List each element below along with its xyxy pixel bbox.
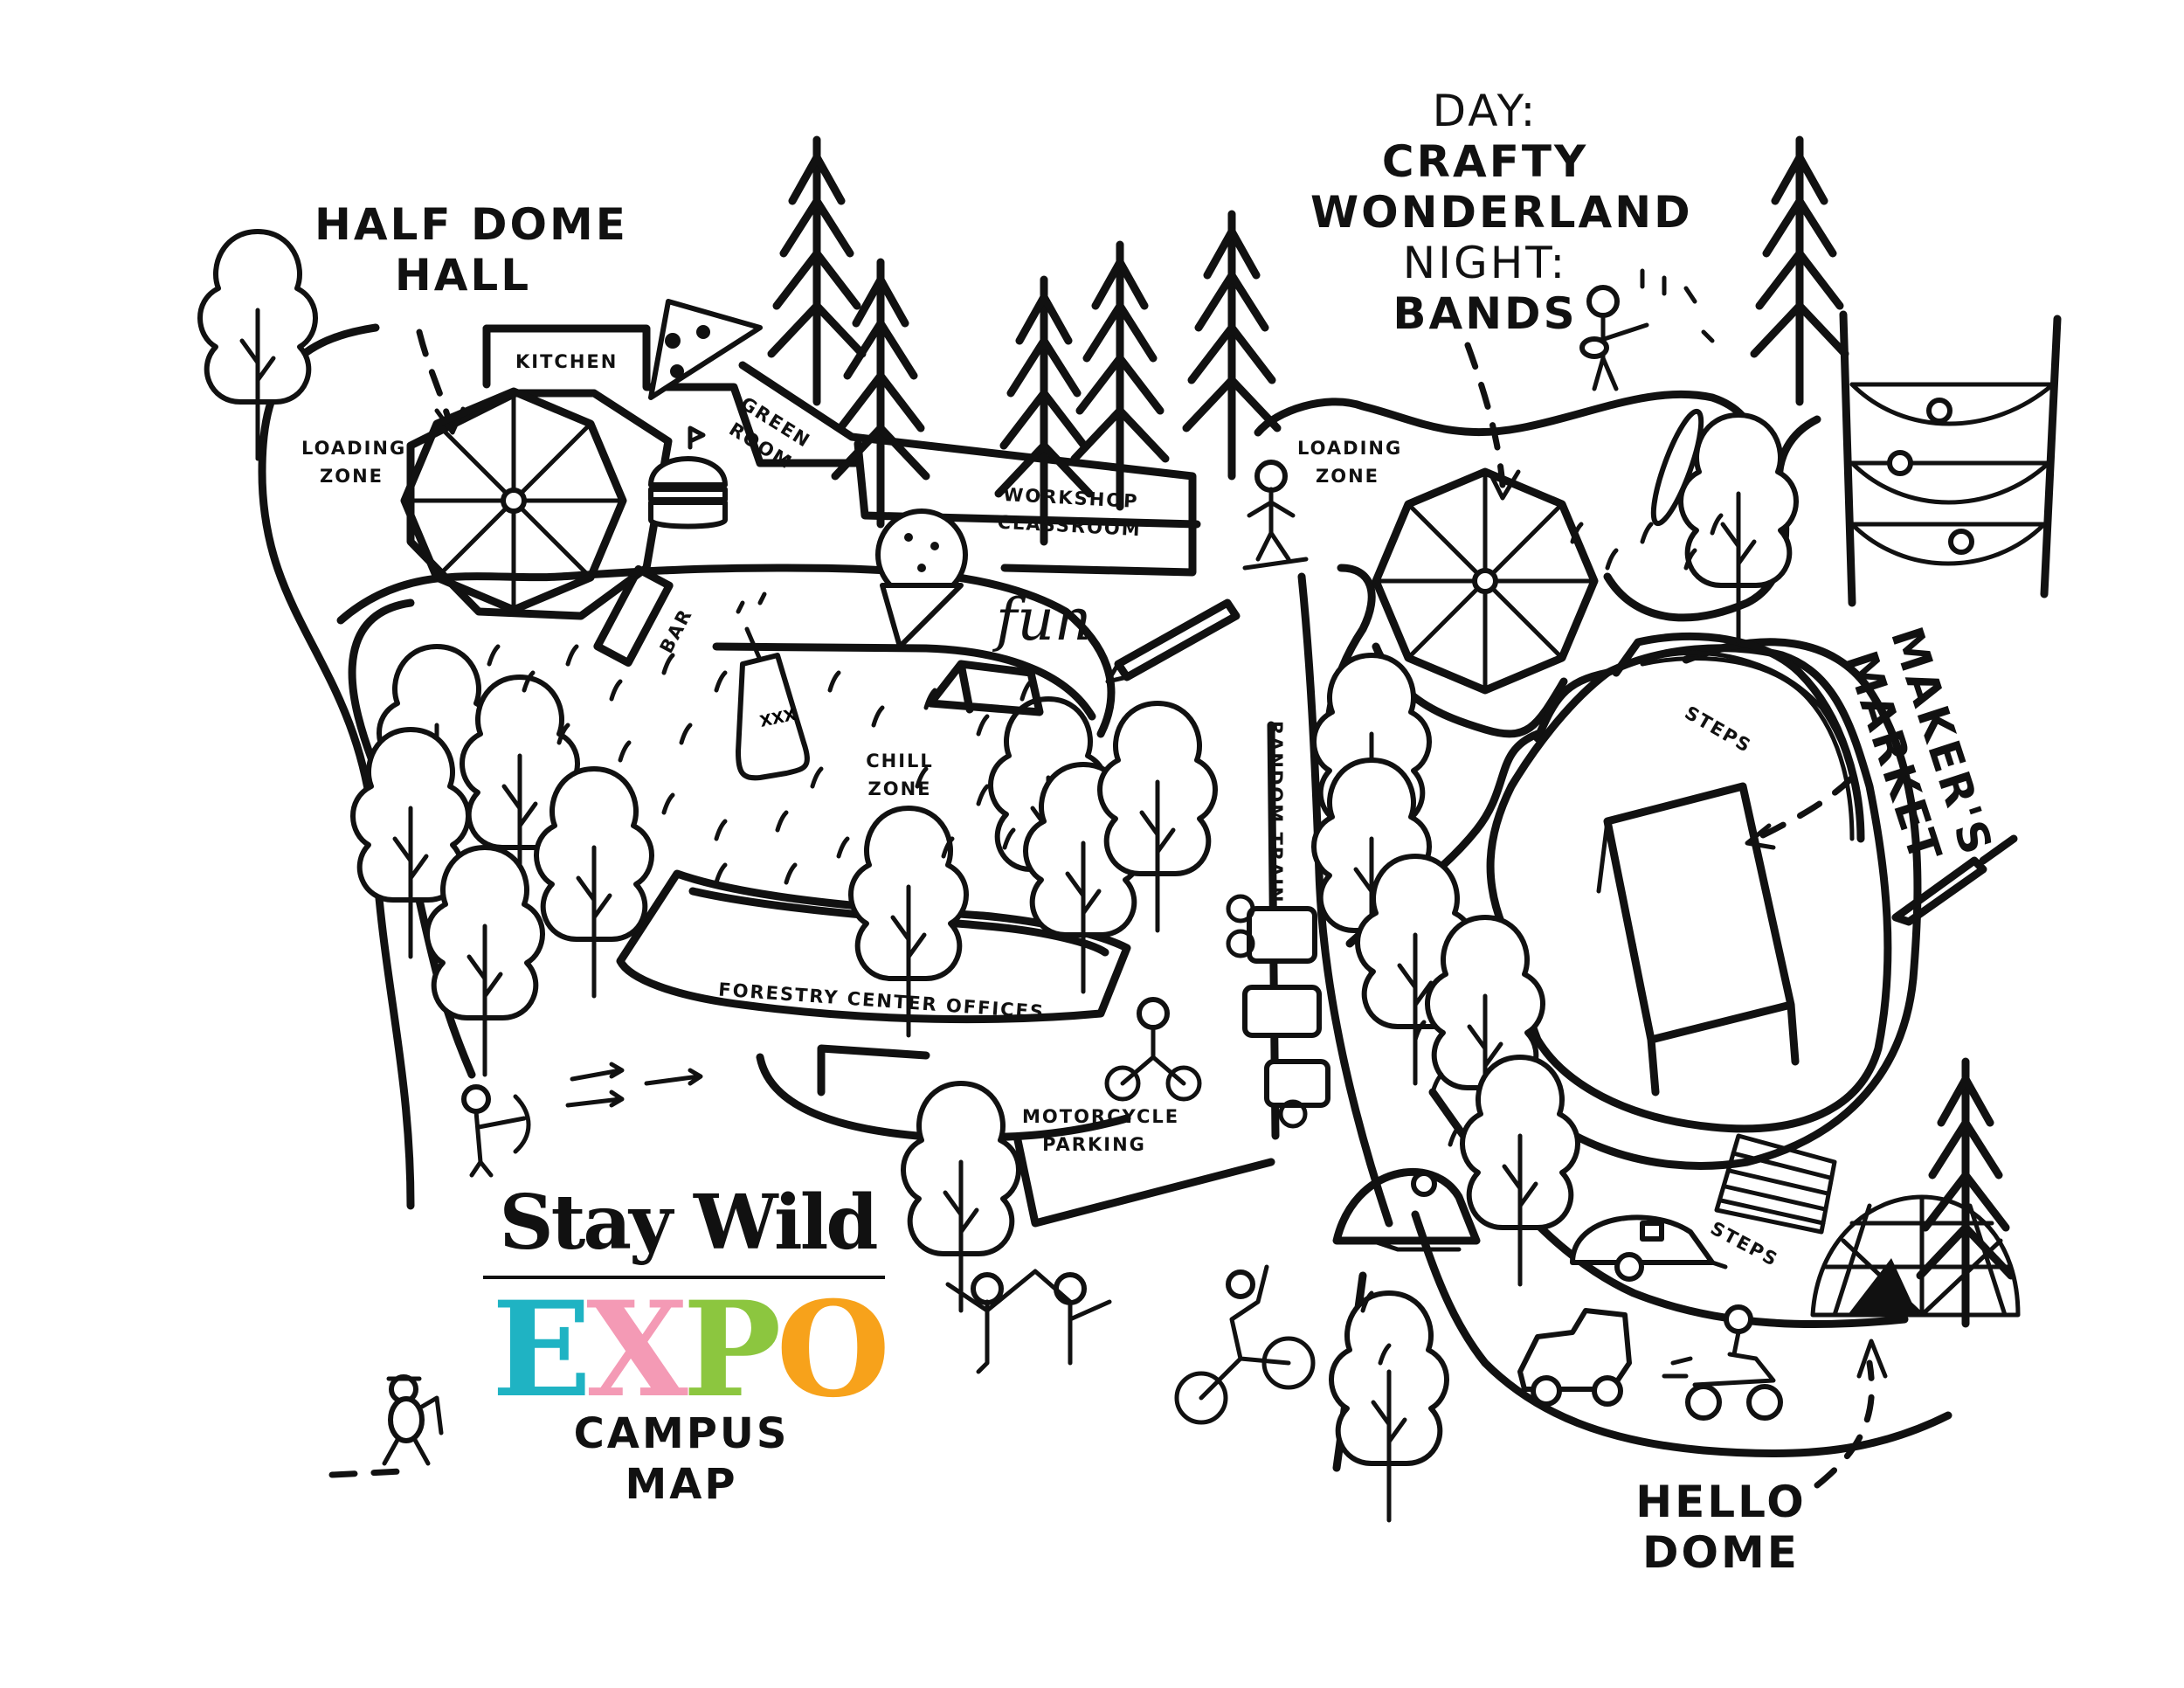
hello-dome-label: HELLO DOME — [1621, 1477, 1821, 1578]
jeep-icon — [1517, 1308, 1632, 1407]
hammock-icon — [1839, 310, 2062, 607]
day-line: DAY: — [1432, 86, 1538, 136]
loading-zone-right-line-1: LOADING — [1297, 438, 1403, 459]
loading-zone-left-line-1: LOADING — [301, 438, 407, 459]
hiker-icon — [382, 1374, 444, 1466]
hello-line-1: HELLO — [1635, 1477, 1807, 1527]
crafty-wonderland-umbrella — [1376, 472, 1594, 690]
motorcyclist-icon — [1104, 997, 1202, 1102]
logo-expo-letter-o: O — [776, 1273, 890, 1427]
guitarist-icon — [1579, 268, 1715, 391]
motorcycle-parking-label: MOTORCYCLE PARKING — [1022, 1103, 1180, 1159]
tent-icon — [926, 660, 1044, 716]
kitchen-label: KITCHEN — [515, 351, 619, 372]
logo-expo-letter-e: E — [491, 1273, 591, 1427]
bands-line: BANDS — [1393, 288, 1578, 339]
wonderland-line: WONDERLAND — [1310, 187, 1693, 238]
pointer-lines — [328, 329, 1888, 1489]
pencil-icon — [1105, 598, 1241, 684]
loading-zone-left-line-2: ZONE — [320, 466, 384, 487]
workshop-classroom-label: WORKSHOP CLASSROOM — [994, 481, 1145, 544]
cyclist-icon — [1174, 1264, 1316, 1425]
logo-expo-letter-p: P — [682, 1273, 782, 1427]
ice-cream-cone-icon — [875, 508, 968, 649]
crafty-line: CRAFTY — [1381, 136, 1589, 187]
train-icon — [1226, 894, 1330, 1129]
motorcycle-line-2: PARKING — [1042, 1134, 1146, 1155]
picnic-tent-icon — [1332, 1167, 1481, 1252]
knife-icon — [1891, 834, 2018, 926]
campus-map-line-2: MAP — [625, 1460, 738, 1509]
geodesic-dome-icon — [1810, 1194, 2021, 1318]
logo-divider — [483, 1276, 885, 1279]
logo-stay-wild: Stay Wild — [499, 1179, 878, 1267]
night-line: NIGHT: — [1402, 238, 1568, 288]
camping-tent-icon — [1596, 782, 1800, 1097]
atv-rider-icon — [1662, 1304, 1783, 1421]
arrow-icon — [565, 1062, 703, 1108]
burger-icon — [648, 425, 728, 529]
archer-icon — [461, 1084, 531, 1178]
logo-expo-letter-x: X — [586, 1273, 688, 1427]
half-dome-hall-umbrella — [404, 391, 623, 610]
half-dome-hall-line-1: HALF DOME — [314, 199, 628, 250]
camper-trailer-icon — [1570, 1214, 1728, 1282]
chill-zone-line-1: CHILL — [866, 751, 934, 771]
motorcycle-line-1: MOTORCYCLE — [1022, 1106, 1180, 1127]
campus-map-line-1: CAMPUS — [573, 1409, 790, 1458]
chill-zone-line-2: ZONE — [867, 778, 932, 799]
surfboard-icon — [1650, 408, 1704, 527]
yoga-pose-icon — [945, 1269, 1112, 1374]
left-paths — [258, 323, 1393, 1228]
logo-expo: EXPO — [479, 1271, 898, 1429]
campus-map-title: CAMPUS MAP — [559, 1408, 804, 1510]
loading-zone-right-line-2: ZONE — [1316, 466, 1379, 487]
chill-zone-label: CHILL ZONE — [860, 747, 939, 803]
bottle-icon: XXX — [736, 591, 810, 781]
half-dome-hall-label: HALF DOME HALL — [314, 199, 628, 301]
loading-zone-left-label: LOADING ZONE — [301, 434, 407, 490]
loading-zone-right-label: LOADING ZONE — [1297, 434, 1403, 490]
half-dome-hall-line-2: HALL — [394, 250, 532, 301]
random-train-label: RANDOM TRAIN — [1265, 721, 1286, 904]
hello-line-2: DOME — [1642, 1527, 1800, 1578]
pizza-slice-icon — [648, 299, 763, 400]
crafty-wonderland-label: DAY: CRAFTY WONDERLAND NIGHT: BANDS — [1310, 86, 1693, 339]
fun-script: fun — [992, 586, 1091, 654]
skateboarder-icon — [1242, 460, 1309, 571]
